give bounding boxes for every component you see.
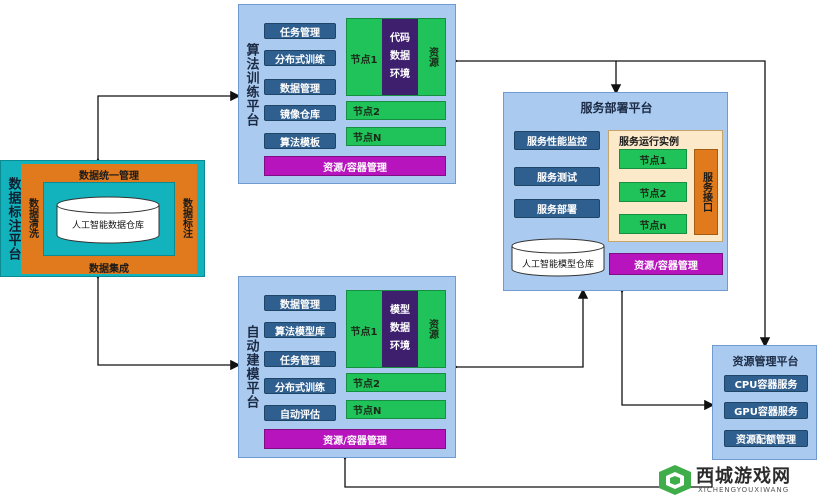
link-auto-to-resource — [339, 450, 713, 488]
auto-resource-container-bar[interactable]: 资源/容器管理 — [264, 429, 446, 449]
data-warehouse-label: 人工智能数据仓库 — [71, 221, 144, 231]
auto-item-task[interactable]: 任务管理 — [264, 351, 336, 367]
algo-item-data[interactable]: 数据管理 — [264, 79, 336, 95]
resource-platform-title: 资源管理平台 — [732, 355, 799, 368]
auto-node1-resource: 资源 — [426, 319, 438, 339]
watermark: 西城游戏网 XICHENGYOUXIWANG — [658, 462, 818, 498]
auto-item-distributed[interactable]: 分布式训练 — [264, 378, 336, 394]
data-bottom-label: 数据集成 — [89, 264, 129, 275]
algo-stack-data: 数据 — [390, 51, 410, 62]
auto-stack-data: 数据 — [390, 323, 410, 334]
resource-item-cpu[interactable]: CPU容器服务 — [724, 375, 808, 392]
auto-item-eval[interactable]: 自动评估 — [264, 405, 336, 421]
resource-item-gpu[interactable]: GPU容器服务 — [724, 402, 808, 419]
data-top-label: 数据统一管理 — [79, 171, 139, 182]
link-auto-to-deploy — [448, 288, 589, 373]
watermark-cn: 西城游戏网 — [696, 466, 791, 487]
model-warehouse-label: 人工智能模型仓库 — [521, 260, 594, 270]
service-deploy-platform: 服务部署平台 服务性能监控 服务测试 服务部署 服务运行实例 节点1 节点2 节… — [503, 92, 728, 291]
deploy-interface[interactable]: 服务接口 — [694, 149, 718, 235]
link-data-to-algo — [92, 90, 241, 168]
resource-mgmt-platform: 资源管理平台 CPU容器服务 GPU容器服务 资源配额管理 — [712, 345, 817, 460]
algo-platform-title: 算法训练平台 — [243, 43, 259, 127]
deploy-runtime-title: 服务运行实例 — [619, 137, 679, 148]
algo-node2[interactable]: 节点2 — [346, 101, 446, 120]
deploy-item-deploy[interactable]: 服务部署 — [514, 199, 600, 218]
auto-node1-stack: 模型 数据 环境 — [382, 291, 418, 367]
deploy-item-monitor[interactable]: 服务性能监控 — [514, 131, 600, 150]
resource-item-quota[interactable]: 资源配额管理 — [724, 430, 808, 447]
link-data-to-auto — [92, 269, 241, 371]
deploy-runtime-box: 服务运行实例 节点1 节点2 节点n 服务接口 — [608, 130, 723, 242]
deploy-platform-title: 服务部署平台 — [580, 101, 653, 115]
deploy-runtime-node1[interactable]: 节点1 — [619, 149, 687, 169]
deploy-resource-container-bar[interactable]: 资源/容器管理 — [609, 253, 723, 275]
auto-item-model-lib[interactable]: 算法模型库 — [264, 322, 336, 338]
algo-node1-label: 节点1 — [350, 55, 378, 66]
algo-item-image-repo[interactable]: 镜像仓库 — [264, 105, 336, 121]
algo-stack-env: 环境 — [390, 69, 410, 80]
data-platform-title: 数据标注平台 — [5, 177, 21, 261]
watermark-en: XICHENGYOUXIWANG — [698, 486, 790, 494]
auto-modeling-platform: 自动建模平台 数据管理 算法模型库 任务管理 分布式训练 自动评估 节点1 模型… — [238, 276, 456, 458]
data-left-label: 数据清洗 — [26, 198, 38, 238]
data-right-label: 数据标注 — [180, 198, 192, 238]
algo-node1-resource: 资源 — [426, 47, 438, 67]
data-warehouse-cylinder — [56, 196, 160, 244]
data-labeling-platform: 数据标注平台 数据统一管理 数据清洗 数据标注 数据集成 人工智能数据仓库 — [0, 160, 205, 277]
link-algo-to-deploy — [448, 55, 622, 95]
algo-training-platform: 算法训练平台 任务管理 分布式训练 数据管理 镜像仓库 算法模板 节点1 代码 … — [238, 4, 456, 184]
link-deploy-to-resource — [616, 283, 715, 411]
watermark-logo-icon — [659, 465, 691, 495]
auto-platform-title: 自动建模平台 — [243, 325, 259, 409]
deploy-item-test[interactable]: 服务测试 — [514, 167, 600, 186]
algo-stack-code: 代码 — [390, 33, 410, 44]
algo-node1-stack: 代码 数据 环境 — [382, 19, 418, 95]
deploy-runtime-node2[interactable]: 节点2 — [619, 182, 687, 202]
auto-node2[interactable]: 节点2 — [346, 373, 446, 392]
algo-item-task[interactable]: 任务管理 — [264, 23, 336, 39]
auto-nodeN[interactable]: 节点N — [346, 400, 446, 419]
algo-item-template[interactable]: 算法模板 — [264, 133, 336, 149]
link-algo-to-resource — [616, 60, 771, 348]
model-warehouse-cylinder — [511, 238, 605, 277]
deploy-runtime-noden[interactable]: 节点n — [619, 214, 687, 234]
algo-item-distributed[interactable]: 分布式训练 — [264, 50, 336, 66]
auto-stack-model: 模型 — [390, 305, 410, 316]
auto-item-data[interactable]: 数据管理 — [264, 295, 336, 311]
algo-resource-container-bar[interactable]: 资源/容器管理 — [264, 156, 446, 176]
auto-node1-label: 节点1 — [350, 327, 378, 338]
algo-nodeN[interactable]: 节点N — [346, 127, 446, 146]
auto-stack-env: 环境 — [390, 341, 410, 352]
